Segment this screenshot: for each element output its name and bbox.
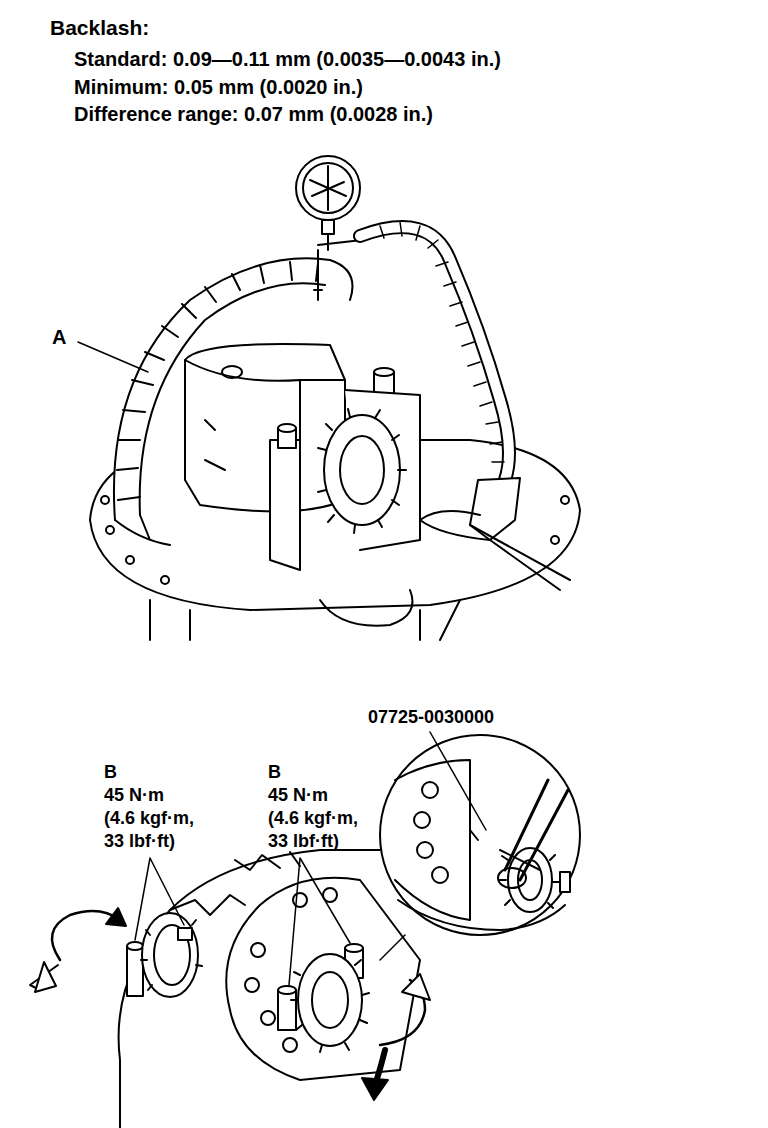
torque-value: 45 N·m	[268, 786, 328, 806]
callout-letter: A	[52, 326, 66, 348]
spec-line: Standard: 0.09—0.11 mm (0.0035—0.0043 in…	[74, 48, 501, 70]
torque-value: (4.6 kgf·m,	[104, 809, 194, 829]
torque-value: 33 lbf·ft)	[268, 832, 339, 852]
heading: Backlash:	[50, 16, 149, 39]
spec-line: Difference range: 0.07 mm (0.0028 in.)	[74, 103, 433, 125]
callout-letter: B	[104, 763, 117, 783]
torque-value: 33 lbf·ft)	[104, 832, 175, 852]
torque-value: (4.6 kgf·m,	[268, 809, 358, 829]
torque-value: 45 N·m	[104, 786, 164, 806]
callout-letter: B	[268, 763, 281, 783]
spec-line: Minimum: 0.05 mm (0.0020 in.)	[74, 76, 363, 98]
tool-number: 07725-0030000	[368, 708, 494, 728]
